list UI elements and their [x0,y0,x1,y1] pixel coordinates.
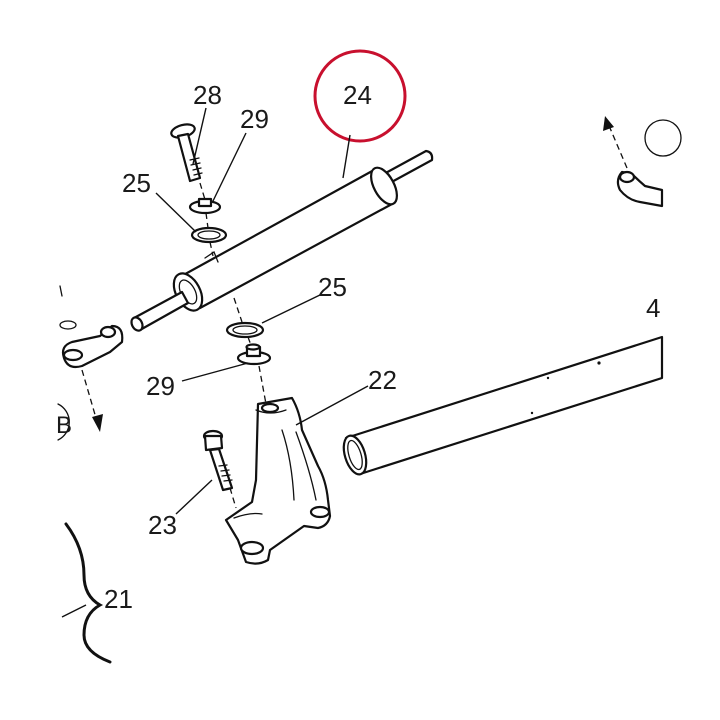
bolt-23 [202,429,234,492]
callout-21: 21 [104,584,133,614]
callout-29-bottom: 29 [146,371,175,401]
callout-24: 24 [343,80,372,110]
rod-end-left [59,285,124,369]
bolt-28 [170,123,203,183]
steering-damper [130,149,434,332]
callout-25-top: 25 [122,168,151,198]
callout-4-partial: 4 [646,293,660,323]
view-marker-b: B [56,403,72,441]
washer-29-bottom [236,343,272,366]
callout-28: 28 [193,80,222,110]
callout-25-bottom: 25 [318,272,347,302]
o-ring-25-bottom [225,321,265,339]
partial-circle-marker [644,119,682,157]
washer-29-top [188,197,222,215]
o-ring-25-top [190,226,228,244]
callout-b: B [56,412,72,439]
partial-bracket-top-right [603,116,682,208]
callout-22: 22 [368,365,397,395]
brace-21 [61,522,112,664]
bracket-22 [224,396,332,565]
callout-23: 23 [148,510,177,540]
handlebar-tube [342,335,664,476]
highlight-circle-24 [313,49,407,143]
callout-29-top: 29 [240,104,269,134]
